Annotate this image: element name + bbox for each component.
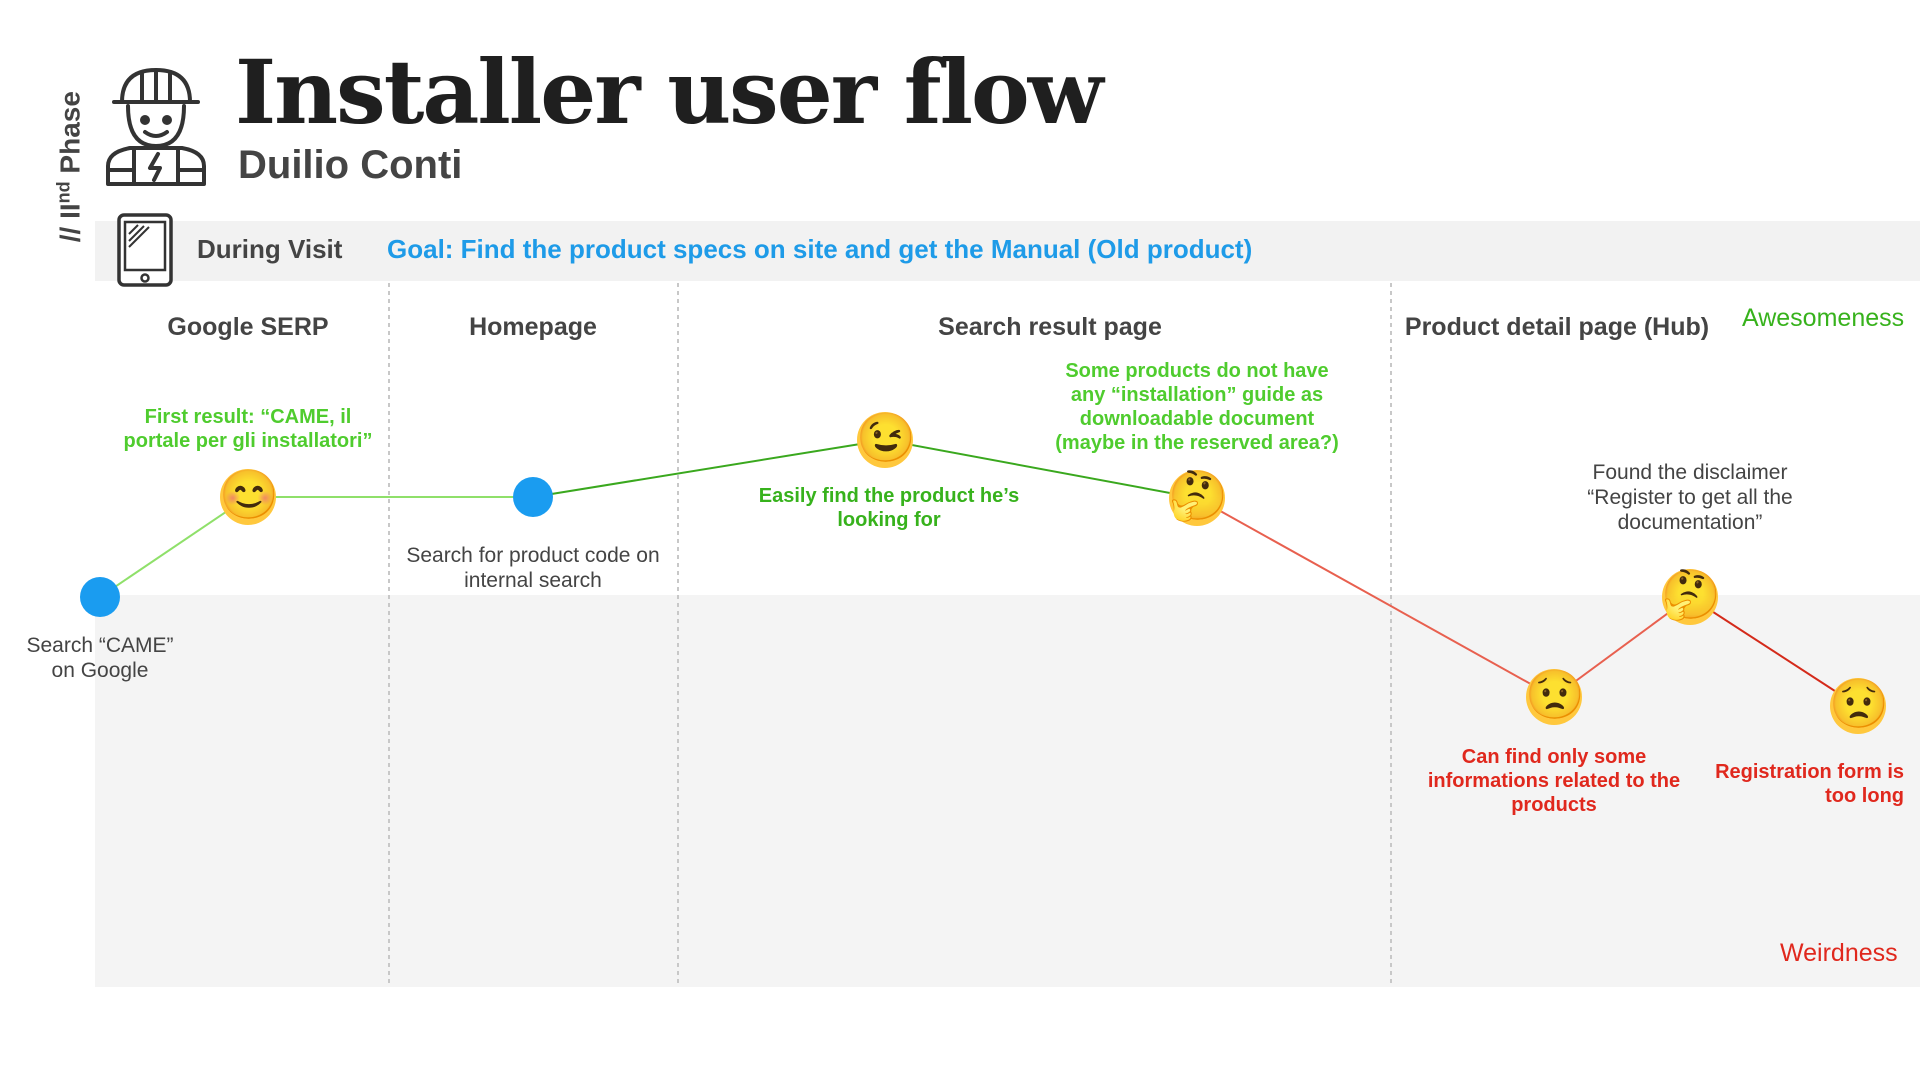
journey-segment xyxy=(1689,596,1859,707)
step-emoji-icon: 😟 xyxy=(1829,678,1889,731)
step-dot xyxy=(513,477,553,517)
journey-segment xyxy=(1196,497,1555,698)
step-emoji-icon: 😟 xyxy=(1525,669,1585,722)
page-title: Installer user flow xyxy=(235,40,1103,144)
goal-text: Goal: Find the product specs on site and… xyxy=(387,234,1253,264)
step-dot xyxy=(80,577,120,617)
stage-label: Google SERP xyxy=(167,313,329,341)
emoji-backdrop xyxy=(1169,470,1225,526)
emoji-backdrop xyxy=(1526,669,1582,725)
step-note: Some products do not have any “installat… xyxy=(1055,360,1339,454)
step-emoji-icon: 😊 xyxy=(219,469,279,522)
stage-label: Product detail page (Hub) xyxy=(1404,313,1710,341)
emoji-backdrop xyxy=(220,469,276,525)
stage-label: Homepage xyxy=(469,313,597,341)
step-note: Registration form is too long xyxy=(1715,761,1904,807)
visit-bar xyxy=(95,221,1920,281)
emoji-backdrop xyxy=(1830,678,1886,734)
step-note: Search “CAME” on Google xyxy=(26,634,174,683)
step-note: Can find only some informations related … xyxy=(1427,746,1681,816)
step-note: Search for product code on internal sear… xyxy=(406,544,660,593)
journey-segment xyxy=(1553,596,1691,698)
persona-name: Duilio Conti xyxy=(238,143,463,187)
step-note: Easily find the product he’s looking for xyxy=(758,485,1020,531)
weirdness-label: Weirdness xyxy=(1780,939,1898,967)
visit-label: During Visit xyxy=(197,234,343,264)
weirdness-zone xyxy=(95,595,1920,987)
journey-segment xyxy=(884,439,1198,499)
step-emoji-icon: 🤔 xyxy=(1168,470,1228,523)
stage-label: Search result page xyxy=(938,313,1162,341)
journey-segment xyxy=(532,439,886,498)
awesomeness-label: Awesomeness xyxy=(1742,304,1905,332)
step-emoji-icon: 🤔 xyxy=(1661,569,1721,622)
tablet-icon xyxy=(117,213,173,287)
emoji-backdrop xyxy=(857,412,913,468)
installer-worker-icon xyxy=(106,68,206,186)
journey-segment xyxy=(99,496,249,598)
step-note: First result: “CAME, il portale per gli … xyxy=(123,406,373,452)
emoji-backdrop xyxy=(1662,569,1718,625)
step-note: Found the disclaimer “Register to get al… xyxy=(1587,461,1793,535)
step-emoji-icon: 😉 xyxy=(856,412,916,465)
